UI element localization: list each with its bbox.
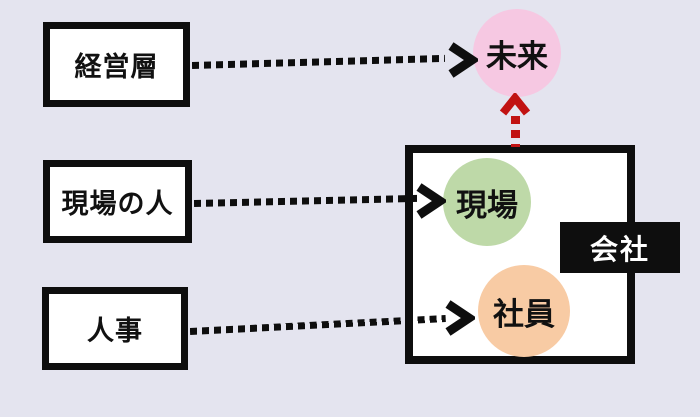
dotted-line-management-to-future (191, 54, 445, 69)
box-field-people: 現場の人 (43, 160, 192, 243)
circle-genba: 現場 (443, 158, 531, 246)
box-hr-label: 人事 (87, 316, 143, 346)
arrowhead-right-icon (414, 183, 449, 224)
box-management-label: 経営層 (74, 52, 159, 82)
circle-future: 未来 (473, 9, 561, 97)
circle-future-label: 未来 (486, 38, 548, 74)
arrowhead-right-icon (446, 42, 481, 83)
red-dotted-line-company-to-future (511, 116, 520, 147)
circle-genba-label: 現場 (456, 187, 518, 223)
box-hr: 人事 (42, 287, 188, 370)
box-management: 経営層 (43, 22, 190, 107)
circle-shain-label: 社員 (493, 296, 555, 332)
box-field-people-label: 現場の人 (61, 189, 174, 219)
arrowhead-right-icon (443, 300, 478, 341)
company-label-text: 会社 (589, 233, 650, 265)
circle-shain: 社員 (478, 265, 570, 357)
dotted-line-field-to-genba (193, 194, 419, 207)
company-label: 会社 (560, 222, 680, 273)
arrowhead-up-icon (498, 91, 532, 122)
